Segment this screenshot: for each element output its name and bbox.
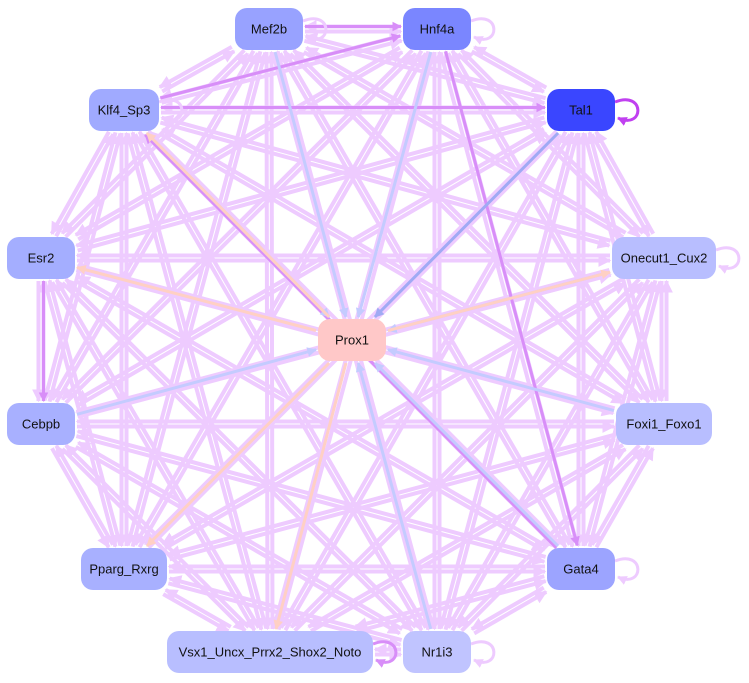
- edge-Mef2b-to-Klf4_Sp3: [158, 45, 233, 89]
- self-loop-Gata4: [614, 557, 640, 585]
- edge-Vsx1_Uncx_Prrx2_Shox2_Noto-to-Mef2b: [265, 50, 278, 629]
- edge-Tal1-to-Cebpb: [74, 127, 545, 403]
- node-gata4[interactable]: Gata4: [547, 548, 615, 590]
- self-loop-Vsx1_Uncx_Prrx2_Shox2_Noto: [372, 640, 398, 668]
- edge-Foxi1_Foxo1-to-Pparg_Rxrg: [167, 433, 614, 558]
- node-label: Mef2b: [251, 22, 287, 37]
- edge-Hnf4a-to-Esr2: [74, 45, 401, 237]
- edge-Esr2-to-Klf4_Sp3: [54, 133, 116, 238]
- edge-Pparg_Rxrg-to-Foxi1_Foxo1: [169, 436, 616, 562]
- self-loop-Tal1: [614, 98, 640, 126]
- edge-Klf4_Sp3-to-Mef2b: [161, 49, 236, 94]
- edge-Mef2b-to-Vsx1_Uncx_Prrx2_Shox2_Noto: [261, 52, 274, 631]
- node-cebpb[interactable]: Cebpb: [7, 403, 75, 445]
- edge-Klf4_Sp3-to-Esr2: [49, 130, 111, 235]
- edge-Gata4-to-Mef2b: [282, 49, 572, 546]
- node-mef2b[interactable]: Mef2b: [235, 8, 303, 50]
- edge-Gata4-to-Vsx1_Uncx_Prrx2_Shox2_Noto: [354, 574, 545, 630]
- edge-Onecut1_Cux2-to-Klf4_Sp3: [160, 114, 612, 243]
- self-loop-Hnf4a: [470, 17, 496, 45]
- node-label: Hnf4a: [420, 22, 455, 37]
- node-label: Nr1i3: [421, 645, 452, 660]
- edge-Gata4-to-Prox1: [373, 361, 560, 548]
- node-box: [7, 237, 75, 279]
- node-prox1[interactable]: Prox1: [318, 319, 386, 361]
- node-box: [616, 403, 712, 445]
- edge-Gata4-to-Nr1i3: [470, 585, 545, 631]
- edge-Vsx1_Uncx_Prrx2_Shox2_Noto-to-Pparg_Rxrg: [164, 588, 232, 629]
- edge-Prox1-to-Pparg_Rxrg: [145, 361, 331, 548]
- edge-Pparg_Rxrg-to-Cebpb: [54, 444, 115, 546]
- node-label: Esr2: [28, 251, 55, 266]
- node-foxi1_foxo1[interactable]: Foxi1_Foxo1: [616, 403, 712, 445]
- node-box: [89, 89, 159, 131]
- node-label: Gata4: [563, 562, 598, 577]
- edge-Nr1i3-to-Gata4: [473, 590, 548, 636]
- node-box: [167, 631, 373, 673]
- node-box: [403, 8, 471, 50]
- edge-Tal1-to-Hnf4a: [473, 45, 548, 90]
- edge-Prox1-to-Onecut1_Cux2: [387, 269, 611, 332]
- edge-Mef2b-to-Prox1: [273, 51, 349, 318]
- edge-Nr1i3-to-Prox1: [355, 362, 433, 630]
- edge-Klf4_Sp3-to-Onecut1_Cux2: [159, 120, 611, 249]
- node-box: [547, 548, 615, 590]
- edge-Cebpb-to-Prox1: [76, 347, 317, 416]
- edge-Pparg_Rxrg-to-Onecut1_Cux2: [164, 281, 627, 550]
- edge-Tal1-to-Onecut1_Cux2: [589, 133, 651, 238]
- edge-Cebpb-to-Tal1: [77, 131, 548, 407]
- edge-Hnf4a-to-Pparg_Rxrg: [133, 49, 424, 546]
- edge-Onecut1_Cux2-to-Pparg_Rxrg: [161, 277, 624, 546]
- node-label: Prox1: [335, 333, 369, 348]
- edge-Vsx1_Uncx_Prrx2_Shox2_Noto-to-Foxi1_Foxo1: [309, 447, 627, 633]
- node-label: Pparg_Rxrg: [89, 562, 158, 577]
- node-box: [318, 319, 386, 361]
- edge-Gata4-to-Esr2: [77, 274, 548, 548]
- edge-Klf4_Sp3-to-Nr1i3: [133, 133, 424, 632]
- node-label: Cebpb: [22, 417, 60, 432]
- node-esr2[interactable]: Esr2: [7, 237, 75, 279]
- edge-Onecut1_Cux2-to-Tal1: [594, 130, 656, 235]
- node-label: Foxi1_Foxo1: [626, 417, 701, 432]
- edge-Foxi1_Foxo1-to-Vsx1_Uncx_Prrx2_Shox2_Noto: [307, 443, 625, 629]
- node-label: Tal1: [569, 103, 593, 118]
- edge-Tal1-to-Prox1: [373, 131, 560, 319]
- node-box: [547, 89, 615, 131]
- node-vsx1_uncx_prrx2_shox2_noto[interactable]: Vsx1_Uncx_Prrx2_Shox2_Noto: [167, 631, 373, 673]
- edge-Prox1-to-Esr2: [76, 265, 317, 332]
- self-loop-Klf4_Sp3: [158, 98, 184, 126]
- edge-Gata4-to-Foxi1_Foxo1: [594, 447, 655, 549]
- edge-Prox1-to-Vsx1_Uncx_Prrx2_Shox2_Noto: [273, 362, 348, 630]
- edge-Esr2-to-Gata4: [74, 279, 545, 553]
- self-loop-Mef2b: [302, 17, 328, 45]
- edge-Foxi1_Foxo1-to-Gata4: [590, 444, 651, 546]
- node-nr1i3[interactable]: Nr1i3: [403, 631, 471, 673]
- edge-Foxi1_Foxo1-to-Prox1: [387, 347, 615, 412]
- node-box: [235, 8, 303, 50]
- node-label: Onecut1_Cux2: [621, 251, 708, 266]
- edges-layer: [32, 17, 741, 668]
- edge-Cebpb-to-Pparg_Rxrg: [50, 447, 111, 549]
- edge-Vsx1_Uncx_Prrx2_Shox2_Noto-to-Gata4: [356, 577, 547, 634]
- node-pparg_rxrg[interactable]: Pparg_Rxrg: [81, 548, 167, 590]
- edge-Foxi1_Foxo1-to-Klf4_Sp3: [161, 127, 627, 401]
- node-box: [403, 631, 471, 673]
- node-hnf4a[interactable]: Hnf4a: [403, 8, 471, 50]
- node-tal1[interactable]: Tal1: [547, 89, 615, 131]
- edge-Prox1-to-Klf4_Sp3: [145, 131, 331, 319]
- self-loop-Onecut1_Cux2: [715, 246, 741, 274]
- node-label: Klf4_Sp3: [98, 103, 151, 118]
- edge-Hnf4a-to-Prox1: [355, 51, 433, 318]
- self-loop-Nr1i3: [470, 640, 496, 668]
- edge-Klf4_Sp3-to-Foxi1_Foxo1: [158, 131, 625, 405]
- node-onecut1_cux2[interactable]: Onecut1_Cux2: [612, 237, 716, 279]
- node-box: [7, 403, 75, 445]
- node-label: Vsx1_Uncx_Prrx2_Shox2_Noto: [179, 645, 362, 660]
- node-box: [612, 237, 716, 279]
- node-box: [81, 548, 167, 590]
- node-klf4_sp3[interactable]: Klf4_Sp3: [89, 89, 159, 131]
